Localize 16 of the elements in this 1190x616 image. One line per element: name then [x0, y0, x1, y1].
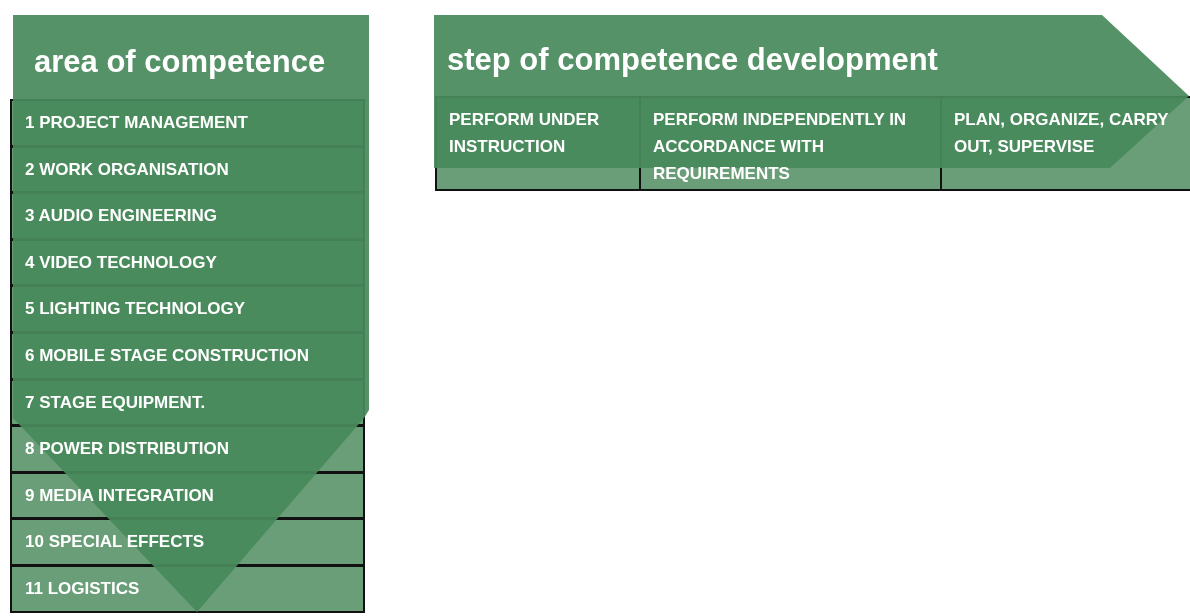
row-label: 9 MEDIA INTEGRATION: [25, 484, 214, 507]
column-label: PERFORM UNDER INSTRUCTION: [449, 109, 601, 158]
row-label: 10 SPECIAL EFFECTS: [25, 531, 205, 554]
row-label: 5 LIGHTING TECHNOLOGY: [25, 298, 246, 321]
column-label: PERFORM INDEPENDENTLY IN ACCORDANCE WITH REQUIREMENTS: [653, 109, 908, 185]
row-label: 3 AUDIO ENGINEERING: [25, 205, 218, 228]
row-label: 2 WORK ORGANISATION: [25, 158, 229, 181]
row-label: 8 POWER DISTRIBUTION: [25, 438, 229, 461]
heading: step of competence development: [447, 42, 938, 78]
row-label: 7 STAGE EQUIPMENT.: [25, 391, 206, 414]
row-label: 4 VIDEO TECHNOLOGY: [25, 251, 217, 274]
row-label: 6 MOBILE STAGE CONSTRUCTION: [25, 345, 309, 367]
column-label: PLAN, ORGANIZE, CARRY OUT, SUPERVISE: [954, 109, 1170, 158]
row-label: 11 LOGISTICS: [25, 578, 140, 600]
heading: area of competence: [34, 44, 326, 80]
row-label: 1 PROJECT MANAGEMENT: [25, 112, 248, 134]
